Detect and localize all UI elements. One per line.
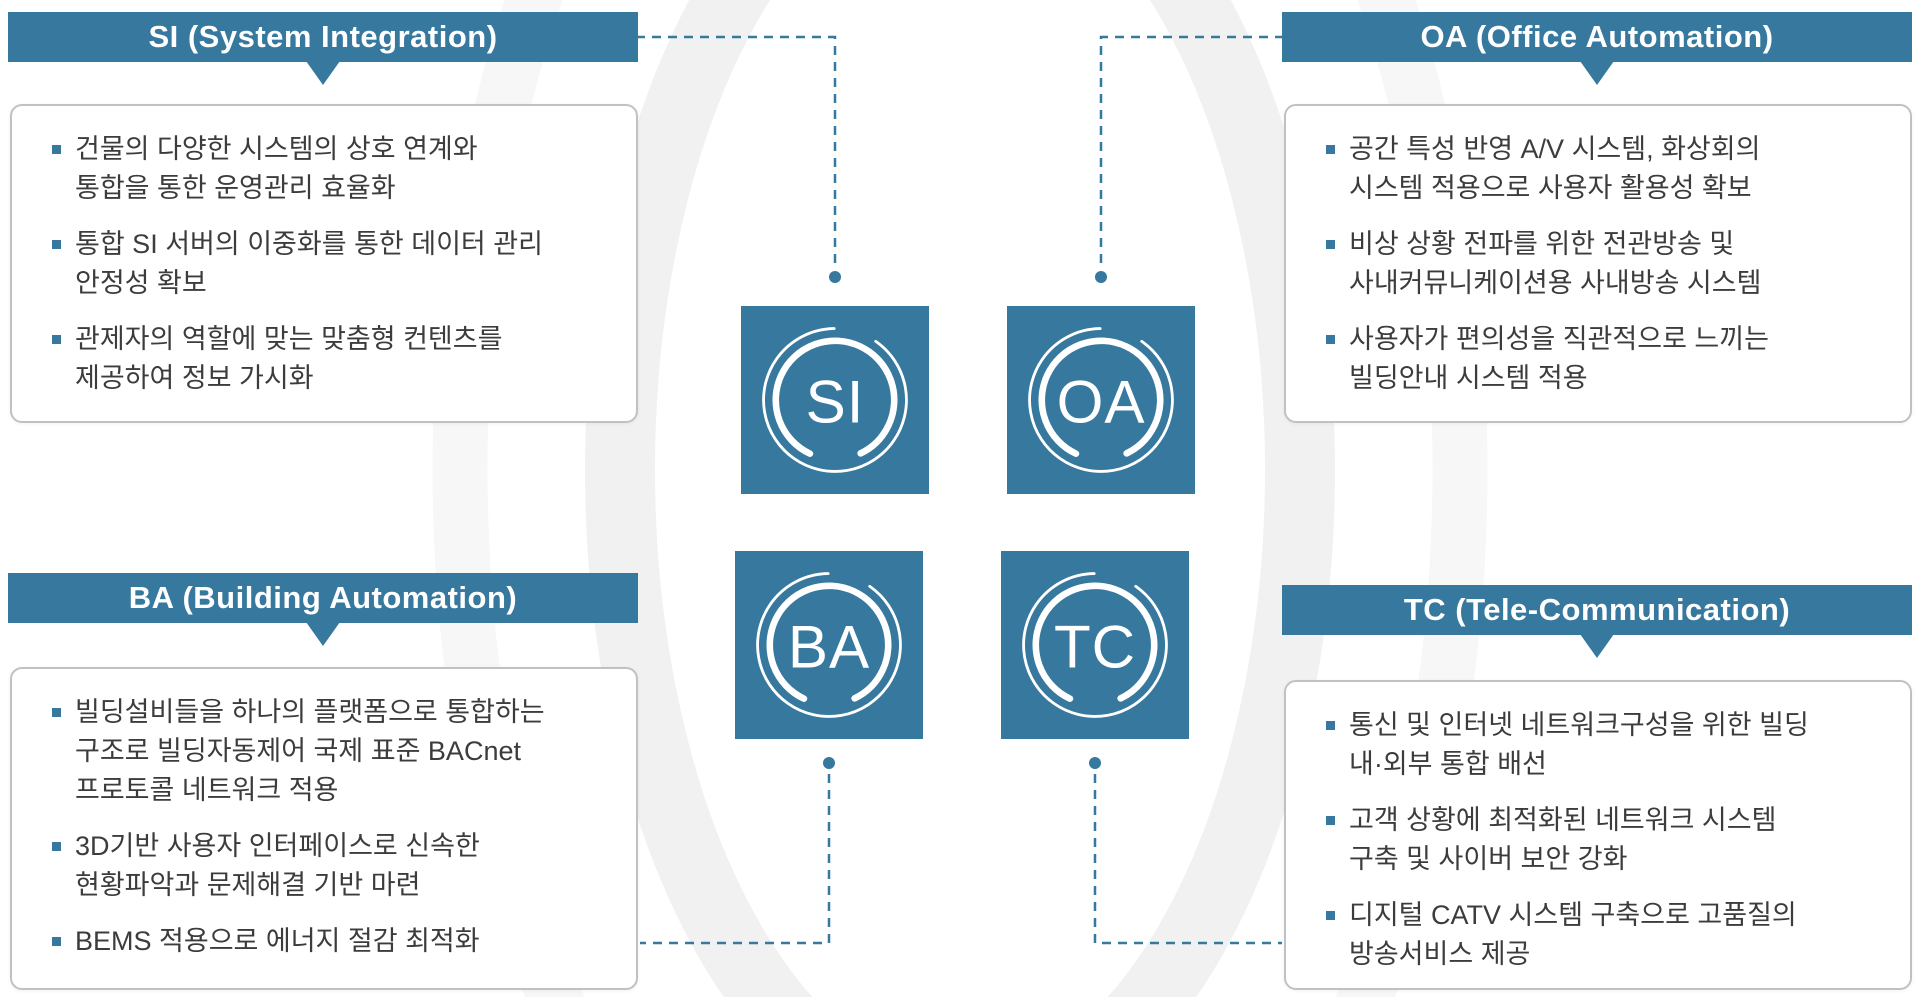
list-item: 통신 및 인터넷 네트워크구성을 위한 빌딩 내·외부 통합 배선 <box>1326 706 1824 784</box>
list-item: 디지털 CATV 시스템 구축으로 고품질의 방송서비스 제공 <box>1326 896 1824 974</box>
inner-ring-icon <box>772 337 898 463</box>
background-swoosh-outer <box>432 0 1488 997</box>
si-info-box: 건물의 다양한 시스템의 상호 연계와 통합을 통한 운영관리 효율화 통합 S… <box>10 104 638 423</box>
ba-info-box: 빌딩설비들을 하나의 플랫폼으로 통합하는 구조로 빌딩자동제어 국제 표준 B… <box>10 667 638 990</box>
si-section-title: SI (System Integration) <box>8 12 638 62</box>
bullet-square-icon <box>1326 816 1335 825</box>
bullet-text: 통합 SI 서버의 이중화를 통한 데이터 관리 안정성 확보 <box>75 229 543 298</box>
connector-oa-dot <box>1095 271 1107 283</box>
ba-circle-icon: BA <box>756 572 902 718</box>
oa-bullet-list: 공간 특성 반영 A/V 시스템, 화상회의 시스템 적용으로 사용자 활용성 … <box>1286 106 1910 398</box>
si-circle-icon: SI <box>762 327 908 473</box>
bullet-square-icon <box>1326 911 1335 920</box>
list-item: 사용자가 편의성을 직관적으로 느끼는 빌딩안내 시스템 적용 <box>1326 320 1824 398</box>
list-item: 고객 상황에 최적화된 네트워크 시스템 구축 및 사이버 보안 강화 <box>1326 801 1824 879</box>
bullet-text: BEMS 적용으로 에너지 절감 최적화 <box>75 926 480 956</box>
si-icon-label: SI <box>806 368 865 435</box>
connector-tc-dot <box>1089 757 1101 769</box>
inner-ring-icon <box>1038 337 1164 463</box>
tc-circle-icon: TC <box>1022 572 1168 718</box>
oa-banner-pointer-icon <box>1580 61 1614 85</box>
list-item: 비상 상황 전파를 위한 전관방송 및 사내커뮤니케이션용 사내방송 시스템 <box>1326 225 1824 303</box>
bullet-square-icon <box>52 708 61 717</box>
ba-badge: BA <box>735 551 923 739</box>
bullet-text: 건물의 다양한 시스템의 상호 연계와 통합을 통한 운영관리 효율화 <box>75 134 478 203</box>
tc-badge: TC <box>1001 551 1189 739</box>
outer-ring-icon <box>756 572 902 718</box>
inner-ring-icon <box>766 582 892 708</box>
bullet-square-icon <box>1326 335 1335 344</box>
outer-ring-icon <box>1028 327 1174 473</box>
connector-ba-dot <box>823 757 835 769</box>
bullet-text: 공간 특성 반영 A/V 시스템, 화상회의 시스템 적용으로 사용자 활용성 … <box>1349 134 1761 203</box>
background-swoosh-inner <box>585 0 1335 997</box>
bullet-text: 디지털 CATV 시스템 구축으로 고품질의 방송서비스 제공 <box>1349 900 1797 969</box>
bullet-text: 비상 상황 전파를 위한 전관방송 및 사내커뮤니케이션용 사내방송 시스템 <box>1349 229 1762 298</box>
outer-ring-icon <box>762 327 908 473</box>
bullet-text: 고객 상황에 최적화된 네트워크 시스템 구축 및 사이버 보안 강화 <box>1349 805 1777 874</box>
connector-ba <box>640 774 831 945</box>
ba-icon-label: BA <box>788 613 870 680</box>
oa-circle-icon: OA <box>1028 327 1174 473</box>
si-banner-pointer-icon <box>306 61 340 85</box>
list-item: 관제자의 역할에 맞는 맞춤형 컨텐츠를 제공하여 정보 가시화 <box>52 320 550 398</box>
tc-bullet-list: 통신 및 인터넷 네트워크구성을 위한 빌딩 내·외부 통합 배선 고객 상황에… <box>1286 682 1910 974</box>
bullet-square-icon <box>1326 240 1335 249</box>
bullet-square-icon <box>1326 721 1335 730</box>
bullet-text: 3D기반 사용자 인터페이스로 신속한 현황파악과 문제해결 기반 마련 <box>75 831 480 900</box>
bullet-square-icon <box>1326 145 1335 154</box>
list-item: 공간 특성 반영 A/V 시스템, 화상회의 시스템 적용으로 사용자 활용성 … <box>1326 130 1824 208</box>
bullet-text: 사용자가 편의성을 직관적으로 느끼는 빌딩안내 시스템 적용 <box>1349 324 1769 393</box>
oa-icon-label: OA <box>1057 368 1146 435</box>
bullet-text: 빌딩설비들을 하나의 플랫폼으로 통합하는 구조로 빌딩자동제어 국제 표준 B… <box>75 697 545 805</box>
connector-tc <box>1093 774 1282 945</box>
list-item: 통합 SI 서버의 이중화를 통한 데이터 관리 안정성 확보 <box>52 225 550 303</box>
list-item: 빌딩설비들을 하나의 플랫폼으로 통합하는 구조로 빌딩자동제어 국제 표준 B… <box>52 693 550 810</box>
si-bullet-list: 건물의 다양한 시스템의 상호 연계와 통합을 통한 운영관리 효율화 통합 S… <box>12 106 636 398</box>
oa-info-box: 공간 특성 반영 A/V 시스템, 화상회의 시스템 적용으로 사용자 활용성 … <box>1284 104 1912 423</box>
bullet-square-icon <box>52 937 61 946</box>
list-item: 3D기반 사용자 인터페이스로 신속한 현황파악과 문제해결 기반 마련 <box>52 827 550 905</box>
tc-section-title: TC (Tele-Communication) <box>1282 585 1912 635</box>
ba-bullet-list: 빌딩설비들을 하나의 플랫폼으로 통합하는 구조로 빌딩자동제어 국제 표준 B… <box>12 669 636 961</box>
bullet-text: 관제자의 역할에 맞는 맞춤형 컨텐츠를 제공하여 정보 가시화 <box>75 324 503 393</box>
bullet-square-icon <box>52 335 61 344</box>
outer-ring-icon <box>1022 572 1168 718</box>
bullet-square-icon <box>52 145 61 154</box>
ba-banner-pointer-icon <box>306 622 340 646</box>
oa-section-title: OA (Office Automation) <box>1282 12 1912 62</box>
tc-banner-pointer-icon <box>1580 634 1614 658</box>
inner-ring-icon <box>1032 582 1158 708</box>
connector-si <box>636 35 837 266</box>
ba-section-title: BA (Building Automation) <box>8 573 638 623</box>
connector-oa <box>1099 35 1284 266</box>
bullet-square-icon <box>52 240 61 249</box>
list-item: BEMS 적용으로 에너지 절감 최적화 <box>52 922 550 961</box>
bullet-text: 통신 및 인터넷 네트워크구성을 위한 빌딩 내·외부 통합 배선 <box>1349 710 1809 779</box>
list-item: 건물의 다양한 시스템의 상호 연계와 통합을 통한 운영관리 효율화 <box>52 130 550 208</box>
tc-icon-label: TC <box>1054 613 1136 680</box>
si-badge: SI <box>741 306 929 494</box>
oa-badge: OA <box>1007 306 1195 494</box>
connector-si-dot <box>829 271 841 283</box>
bullet-square-icon <box>52 842 61 851</box>
tc-info-box: 통신 및 인터넷 네트워크구성을 위한 빌딩 내·외부 통합 배선 고객 상황에… <box>1284 680 1912 990</box>
